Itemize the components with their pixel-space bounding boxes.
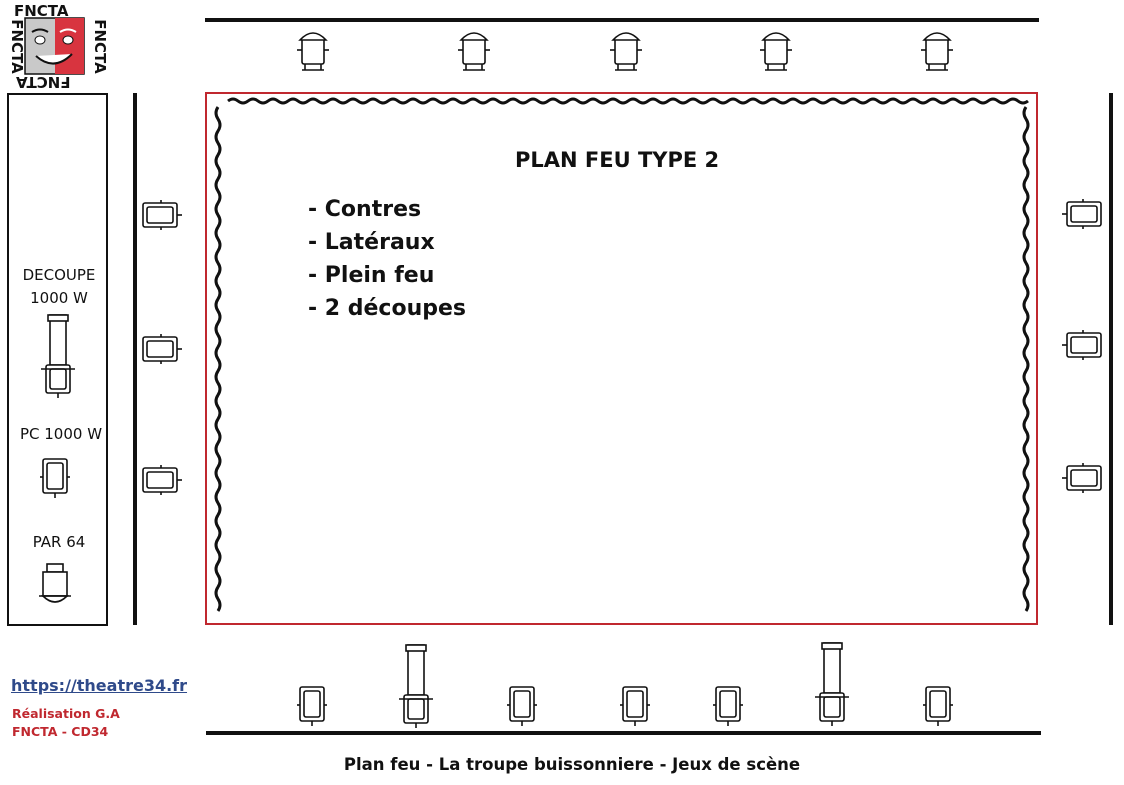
logo-text-bottom: FNCTA — [16, 73, 71, 91]
legend-par-label: PAR 64 — [32, 533, 86, 551]
stage-curtains — [214, 97, 1030, 612]
page-caption: Plan feu - La troupe buissonniere - Jeux… — [343, 755, 801, 774]
credit-org: FNCTA - CD34 — [12, 724, 109, 739]
legend-decoupe-icon — [41, 314, 75, 398]
diagram-item: - Contres — [308, 197, 422, 222]
front-light-bar — [206, 731, 1041, 735]
diagram-items: - Contres - Latéraux - Plein feu - 2 déc… — [308, 193, 466, 325]
legend-pc-icon — [40, 458, 70, 498]
rear-light-bar — [205, 18, 1039, 22]
right-fixture-1 — [1062, 199, 1102, 229]
curtain-top — [227, 97, 1029, 105]
right-fixture-3 — [1062, 463, 1102, 493]
left-fixture-1 — [142, 200, 182, 230]
rear-fixture-2 — [458, 32, 490, 71]
front-decoupe-1 — [399, 644, 433, 728]
front-fixture-pc-3 — [620, 686, 650, 726]
diagram-item: - 2 découpes — [308, 296, 467, 321]
rear-fixture-4 — [760, 32, 792, 71]
front-fixture-pc-5 — [923, 686, 953, 726]
diagram-item: - Latéraux — [308, 230, 435, 255]
logo-mask-icon — [24, 17, 85, 75]
front-fixture-pc-2 — [507, 686, 537, 726]
fncta-logo: FNCTA FNCTA FNCTA FNCTA — [7, 2, 109, 92]
logo-text-left: FNCTA — [7, 19, 26, 74]
credit-author: Réalisation G.A — [12, 706, 120, 721]
legend-decoupe-power: 1000 W — [30, 289, 88, 307]
logo-text-top: FNCTA — [14, 2, 69, 20]
rear-fixture-3 — [610, 32, 642, 71]
stage-area — [205, 92, 1038, 625]
diagram-item: - Plein feu — [308, 263, 435, 288]
left-fixture-3 — [142, 465, 182, 495]
logo-text-right: FNCTA — [90, 19, 109, 74]
front-fixture-pc-4 — [713, 686, 743, 726]
website-link[interactable]: https://theatre34.fr — [11, 676, 188, 695]
curtain-left — [214, 106, 222, 612]
front-fixture-pc-1 — [297, 686, 327, 726]
rear-fixture-1 — [297, 32, 329, 71]
curtain-right — [1022, 106, 1030, 612]
rear-fixture-5 — [921, 32, 953, 71]
right-fixture-2 — [1062, 330, 1102, 360]
left-side-bar — [133, 93, 137, 625]
left-fixture-2 — [142, 334, 182, 364]
front-decoupe-2 — [815, 642, 849, 726]
legend-decoupe-label: DECOUPE — [22, 266, 96, 284]
diagram-title: PLAN FEU TYPE 2 — [515, 148, 720, 172]
legend-par-icon — [39, 563, 71, 603]
legend-box: DECOUPE 1000 W PC 1000 W PAR 64 — [7, 93, 108, 626]
right-side-bar — [1109, 93, 1113, 625]
legend-pc-label: PC 1000 W — [19, 425, 103, 443]
